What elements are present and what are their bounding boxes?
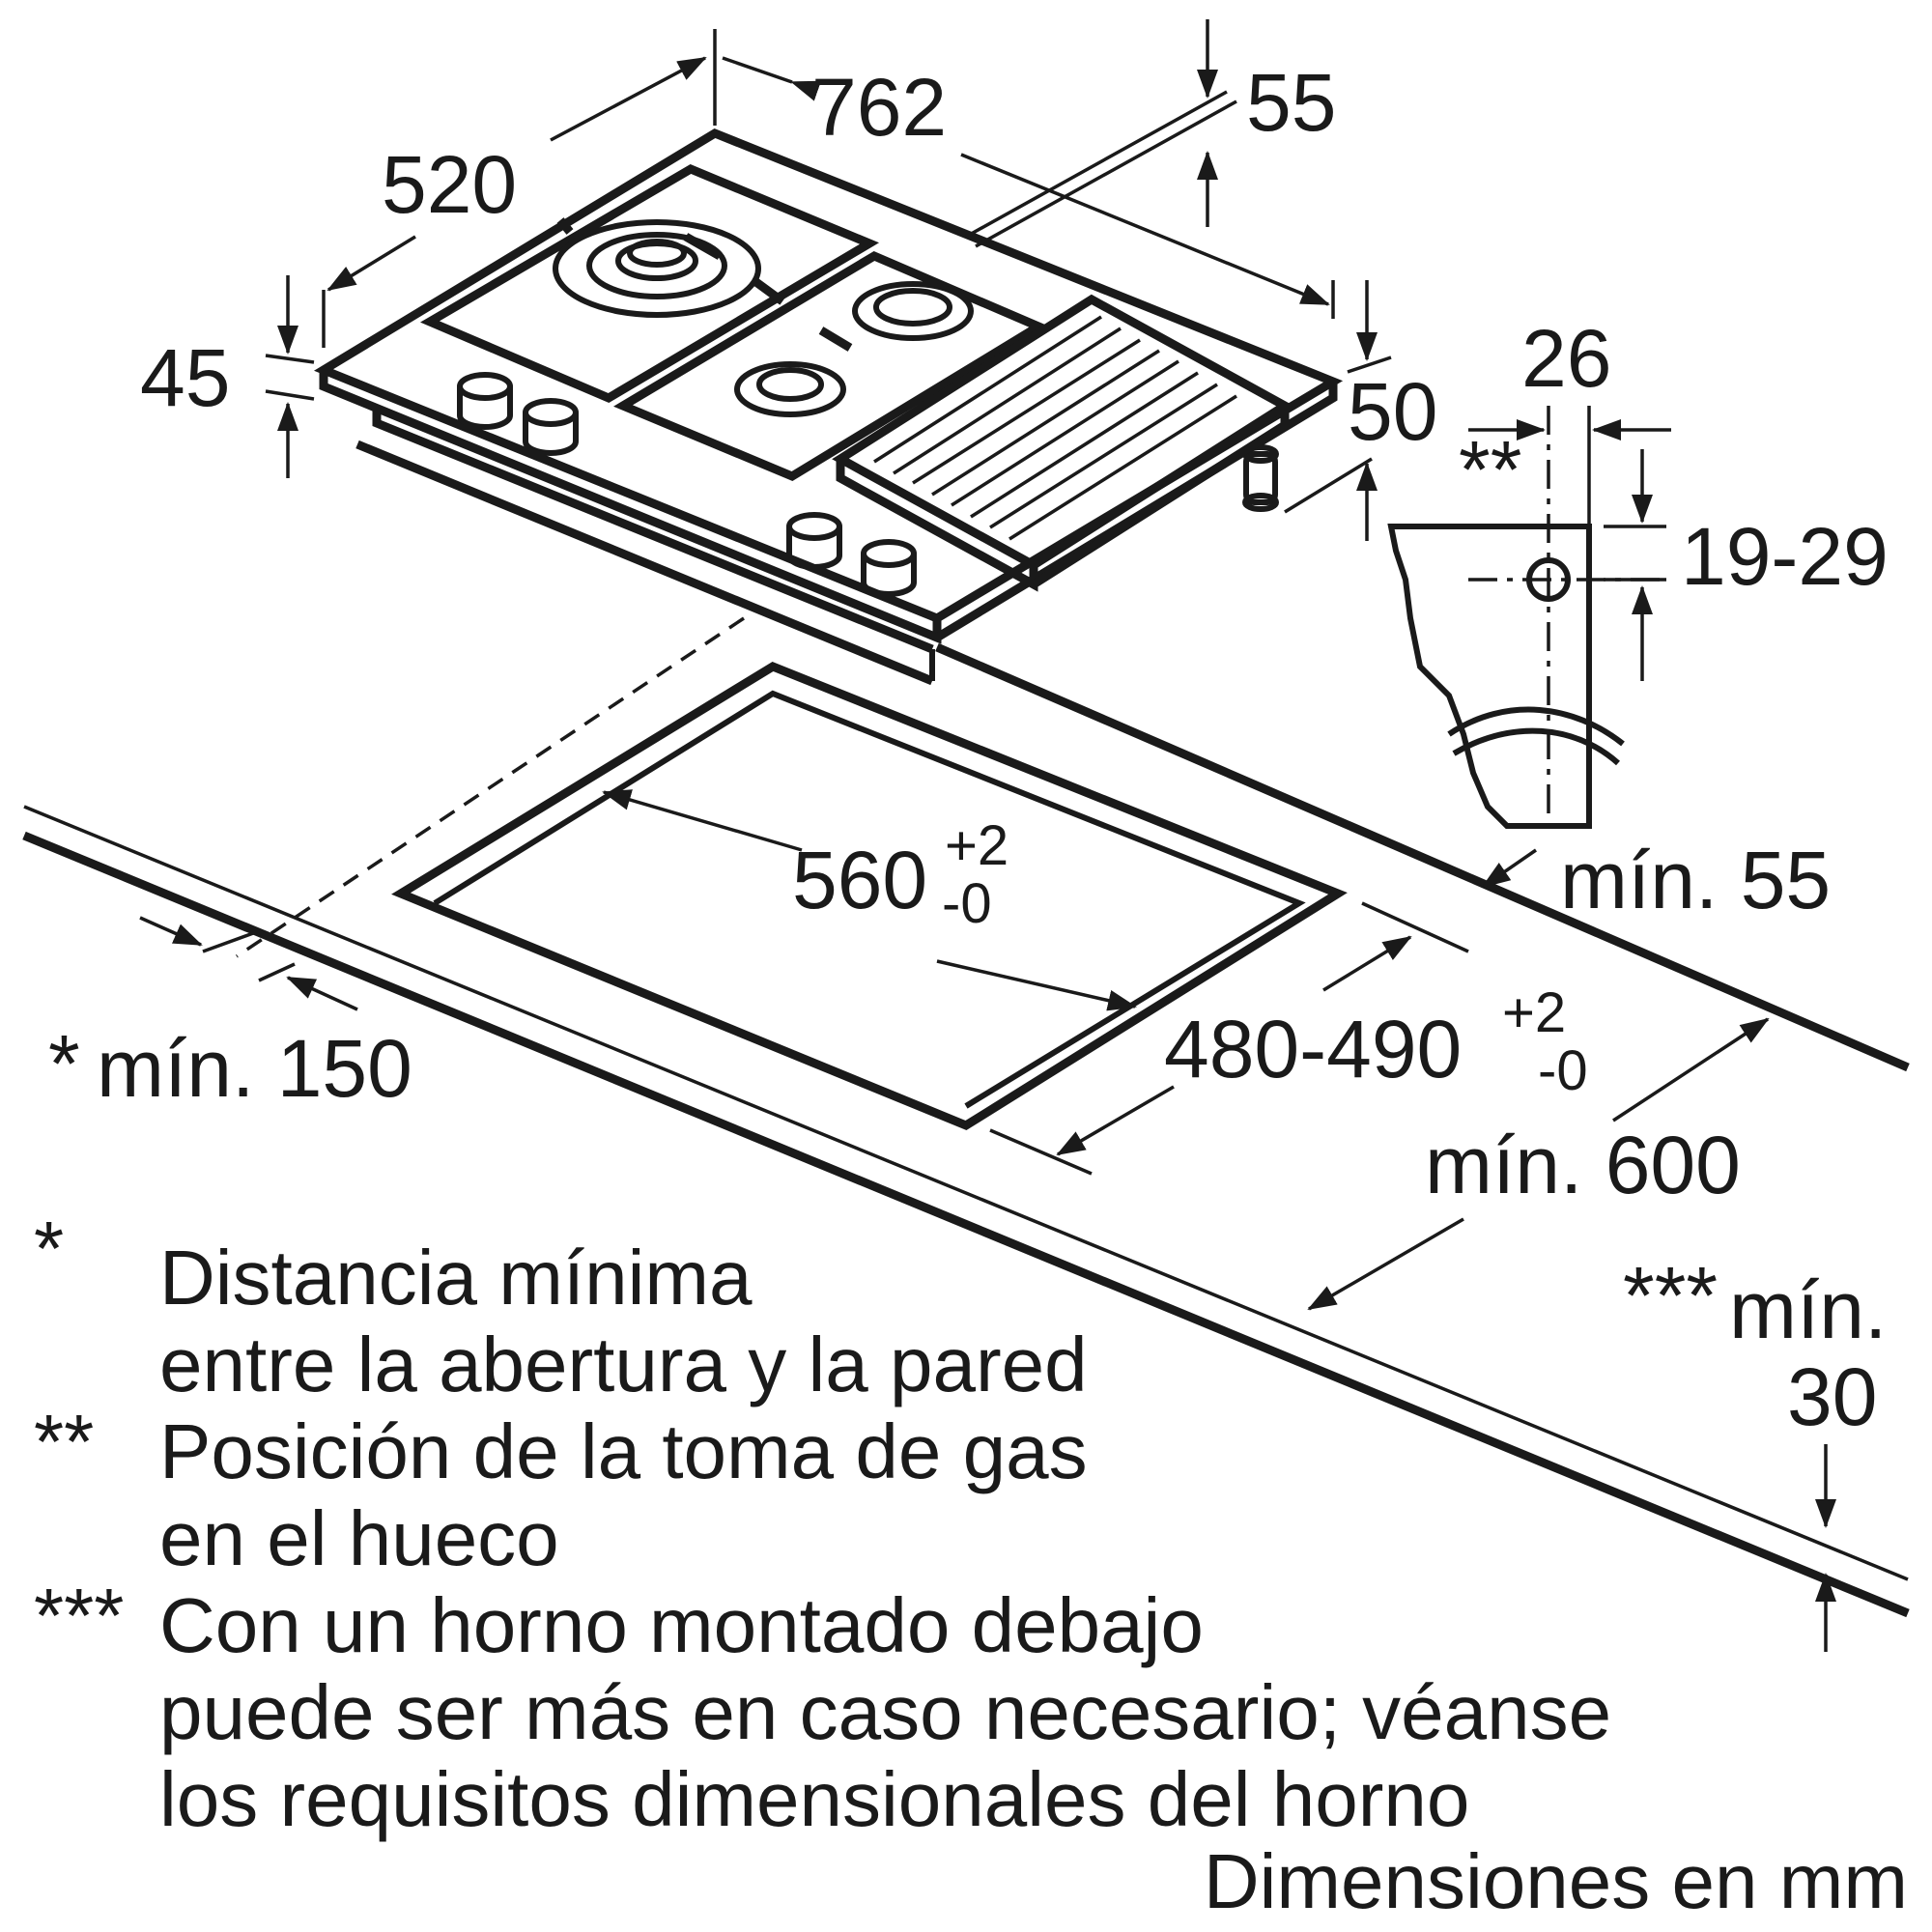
dim-55: 55 xyxy=(1246,57,1336,148)
worktop-drawing xyxy=(22,616,1910,1652)
note-2-line2: en el hueco xyxy=(159,1495,559,1581)
dim-45: 45 xyxy=(140,332,230,423)
dim-560: 560 xyxy=(792,835,927,925)
dim-min-55: mín. 55 xyxy=(1560,835,1831,925)
footnotes: * Distancia mínima entre la abertura y l… xyxy=(34,1206,1611,1842)
dim-560-tol-minus: -0 xyxy=(942,872,992,935)
dim-520: 520 xyxy=(382,139,517,230)
note-3-line3: los requisitos dimensionales del horno xyxy=(159,1756,1469,1842)
dim-19-29: 19-29 xyxy=(1681,511,1889,602)
burner-medium xyxy=(852,281,974,341)
note-3-marker: *** xyxy=(34,1573,124,1659)
worktop-front-bottom xyxy=(22,831,1910,1618)
grill-plate xyxy=(832,294,1293,592)
pan-support-mid xyxy=(613,250,1048,482)
dim-480-490-tol-minus: -0 xyxy=(1538,1039,1588,1102)
dim-min-150: mín. 150 xyxy=(97,1023,412,1114)
wall-marker: * xyxy=(48,1018,80,1109)
note-2-marker: ** xyxy=(34,1399,94,1485)
worktop-rear-edge xyxy=(935,642,1910,1072)
note-3-line1: Con un horno montado debajo xyxy=(159,1582,1204,1668)
oven-marker: *** xyxy=(1623,1250,1718,1341)
burner-small xyxy=(734,361,846,417)
oven-min-value: 30 xyxy=(1787,1351,1877,1442)
dim-560-tol-plus: +2 xyxy=(945,814,1009,877)
hob-plate-front-edge xyxy=(319,370,942,644)
dim-480-490: 480-490 xyxy=(1164,1004,1462,1094)
oven-min-label: mín. xyxy=(1729,1264,1887,1355)
control-knobs xyxy=(457,372,917,597)
gas-connector xyxy=(1242,444,1279,512)
dim-50: 50 xyxy=(1348,366,1437,457)
cutout-outer xyxy=(391,661,1348,1131)
hob-dimension-lines xyxy=(265,19,1392,541)
pan-support-left xyxy=(420,163,880,404)
hob-drawing xyxy=(313,128,1344,686)
note-3-line2: puede ser más en caso necesario; véanse xyxy=(159,1669,1611,1755)
dim-26: 26 xyxy=(1521,313,1611,404)
burner-large xyxy=(553,219,761,318)
dim-min-600: mín. 600 xyxy=(1425,1120,1741,1210)
hob-body xyxy=(372,406,934,654)
gas-marker: ** xyxy=(1459,424,1521,515)
note-1-line2: entre la abertura y la pared xyxy=(159,1321,1088,1407)
gas-inlet-detail xyxy=(1387,406,1671,831)
note-2-line1: Posición de la toma de gas xyxy=(159,1408,1088,1494)
note-1-marker: * xyxy=(34,1206,64,1292)
dim-480-490-tol-plus: +2 xyxy=(1502,981,1566,1044)
dim-762: 762 xyxy=(811,62,947,153)
note-1-line1: Distancia mínima xyxy=(159,1235,753,1321)
worktop-front-top xyxy=(23,805,1909,1581)
units-label: Dimensiones en mm xyxy=(1204,1838,1908,1924)
